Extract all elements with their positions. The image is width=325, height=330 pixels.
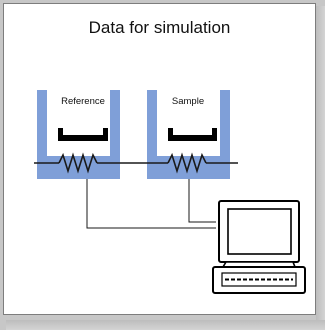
sample-wire: [188, 179, 216, 223]
sample-resistor-icon: [167, 152, 207, 174]
sample-cell-left-wall: [147, 90, 157, 179]
signal-wires: [86, 179, 216, 229]
reference-cell-right-wall: [110, 90, 120, 179]
reference-pan-icon: [58, 128, 108, 141]
sample-cell-label: Sample: [172, 96, 204, 107]
reference-cell-label: Reference: [61, 96, 105, 107]
dsc-diagram: Reference Sample: [34, 90, 306, 294]
keyboard-icon: [212, 266, 306, 294]
panel-shadow-right: [316, 6, 325, 330]
reference-resistor-icon: [58, 152, 98, 174]
computer-icon: [212, 200, 306, 294]
reference-cell-left-wall: [37, 90, 47, 179]
panel-shadow-bottom: [6, 320, 325, 330]
sample-cell-right-wall: [220, 90, 230, 179]
heater-line: [34, 152, 238, 174]
diagram-panel: Data for simulation Reference Sample: [3, 3, 316, 315]
sample-pan-icon: [168, 128, 217, 141]
reference-wire: [86, 179, 216, 229]
diagram-title: Data for simulation: [88, 18, 231, 37]
reference-cell: Reference: [37, 90, 120, 179]
